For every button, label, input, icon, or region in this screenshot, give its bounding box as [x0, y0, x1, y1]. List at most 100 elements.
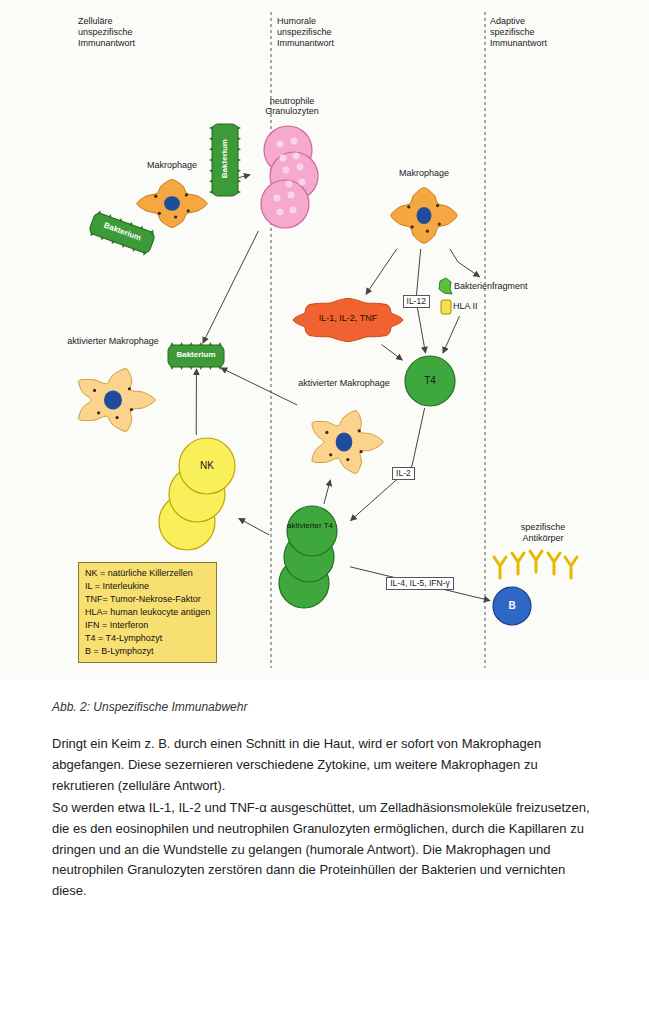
hla-antigen: HLA II	[440, 299, 487, 315]
granule	[290, 207, 297, 214]
nk-cells: NK	[155, 436, 237, 554]
t4-lymphocyte: T4	[404, 355, 457, 407]
node-label: NK	[182, 460, 232, 472]
granule	[130, 408, 133, 411]
hla-shape	[441, 300, 451, 314]
node-label: neutrophile Granulozyten	[259, 96, 325, 117]
activated-macrophage: aktivierter Makrophage	[298, 378, 391, 478]
legend-entry: IFN = Interferon	[85, 619, 210, 632]
arrow-connector	[221, 368, 297, 405]
node-label: aktivierter Makrophage	[298, 378, 390, 388]
granule	[116, 416, 119, 419]
legend-box: NK = natürliche KillerzellenIL = Interle…	[78, 562, 217, 663]
granule	[407, 205, 410, 208]
node-label: Bakterienfragment	[454, 281, 550, 291]
granule	[93, 389, 96, 392]
t4-cell	[405, 356, 455, 406]
bacterial-fragment: Bakterienfragment	[438, 278, 551, 296]
b-lymphocyte: B	[492, 586, 533, 626]
t4-cell	[287, 506, 337, 556]
antibody-symbols	[494, 551, 577, 578]
arrow-connector	[196, 369, 197, 435]
granule	[274, 195, 281, 202]
granulocyte-cell	[261, 180, 309, 228]
nucleus	[336, 432, 353, 451]
node-label: aktivierter T4	[272, 521, 348, 530]
edge-label: IL-12	[403, 295, 430, 308]
granule	[185, 193, 188, 196]
macrophage-shape	[137, 180, 207, 228]
bacterium: Bakterium	[88, 212, 156, 255]
granule	[360, 450, 363, 453]
legend-entry: T4 = T4-Lymphozyt	[85, 632, 210, 645]
bacterium-shape	[212, 124, 238, 196]
node-label: HLA II	[453, 301, 486, 311]
neutrophil-granulocytes: neutrophile Granulozyten	[252, 96, 332, 230]
bacterium-shape	[168, 345, 224, 367]
antibody	[494, 557, 506, 578]
bacterium: Bakterium	[168, 345, 225, 367]
granule	[288, 192, 295, 199]
granule	[297, 164, 304, 171]
arrow-connector	[366, 249, 397, 295]
b-cell	[493, 587, 531, 625]
node-label: Bakterium	[220, 124, 229, 194]
bacterium-spikes	[89, 210, 155, 257]
nucleus	[104, 390, 122, 409]
activated-macrophage-outline	[64, 336, 162, 436]
legend-entry: B = B-Lymphozyt	[85, 645, 210, 658]
granule	[325, 431, 328, 434]
body-paragraph: So werden etwa IL-1, IL-2 und TNF-α ausg…	[52, 798, 600, 902]
arrow-connector	[450, 249, 480, 277]
granule	[436, 204, 439, 207]
figure-caption: Abb. 2: Unspezifische Immunabwehr	[52, 700, 600, 714]
legend-entry: HLA= human leukocyte antigen	[85, 606, 210, 619]
granule	[286, 181, 293, 188]
bacterium: Bakterium	[212, 124, 238, 196]
granule	[277, 209, 284, 216]
macrophage-shape	[312, 411, 383, 474]
granule	[329, 453, 332, 456]
granule	[154, 195, 157, 198]
macrophage: Makrophage	[128, 160, 217, 232]
granule	[411, 225, 414, 228]
arrow-connector	[203, 231, 259, 343]
granule	[358, 429, 361, 432]
legend-entry: IL = Interleukine	[85, 580, 210, 593]
macrophage-shape	[78, 369, 155, 432]
granule	[426, 230, 429, 233]
macrophage-outline	[128, 160, 216, 232]
edge-label: IL-2	[392, 467, 415, 480]
legend-entry: TNF= Tumor-Nekrose-Faktor	[85, 593, 210, 606]
macrophage: Makrophage	[382, 168, 467, 248]
granule	[283, 167, 290, 174]
granule	[438, 222, 441, 225]
column-divider	[485, 12, 486, 668]
granule	[158, 212, 161, 215]
fragment-shape	[439, 278, 452, 294]
macrophage-shape	[391, 188, 457, 244]
node-label: Bakterium	[168, 350, 224, 359]
granule	[187, 209, 190, 212]
antibody	[565, 557, 577, 578]
node-label: Makrophage	[382, 168, 466, 178]
edge-label: IL-4, IL-5, IFN-γ	[386, 577, 454, 590]
bacterium-shape	[88, 212, 156, 255]
granule	[291, 138, 298, 145]
activated-t4-lymphocytes-outline	[270, 505, 346, 609]
granule	[299, 179, 306, 186]
granule	[293, 153, 300, 160]
cloud-shape	[293, 298, 403, 341]
nucleus	[417, 207, 432, 224]
macrophage-outline	[382, 168, 466, 248]
granule	[277, 141, 284, 148]
granule	[97, 411, 100, 414]
node-label: aktivierter Makrophage	[64, 336, 162, 346]
node-label: T4	[404, 375, 456, 387]
arrow-connector	[239, 518, 269, 535]
diagram-ground	[0, 0, 649, 680]
node-label: B	[492, 600, 532, 612]
column-header: Adaptive spezifische Immunantwort	[490, 16, 570, 48]
antibody	[548, 553, 560, 574]
